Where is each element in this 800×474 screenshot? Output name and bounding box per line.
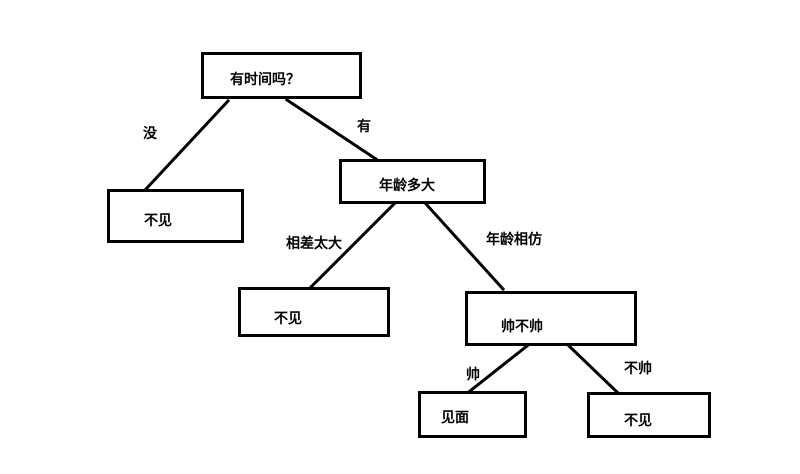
node-root: 有时间吗？	[201, 52, 362, 99]
edge-label-age-gap: 相差太大	[286, 236, 342, 252]
node-no-left-label: 不见	[144, 213, 172, 229]
node-age-label: 年龄多大	[379, 178, 435, 194]
node-age: 年龄多大	[339, 159, 486, 204]
node-root-label: 有时间吗？	[230, 72, 300, 88]
edge-label-has-time: 有	[357, 119, 371, 135]
edge-label-no-time: 没	[143, 126, 157, 142]
node-handsome: 帅不帅	[465, 291, 637, 346]
node-no-right: 不见	[587, 392, 711, 438]
edge-line-has-time	[284, 97, 379, 162]
edge-line-not-handsome	[566, 343, 620, 395]
edge-line-age-similar	[423, 201, 506, 292]
edge-line-no-time	[143, 98, 231, 192]
node-no-left: 不见	[107, 189, 244, 243]
edge-line-handsome	[467, 343, 530, 394]
edge-label-handsome: 帅	[466, 367, 480, 383]
edge-label-not-handsome: 不帅	[624, 361, 652, 377]
edge-label-age-similar: 年龄相仿	[486, 232, 542, 248]
edge-line-age-gap	[308, 201, 397, 290]
node-handsome-label: 帅不帅	[501, 319, 543, 335]
node-no-middle: 不见	[238, 287, 390, 337]
node-no-middle-label: 不见	[274, 311, 302, 327]
node-meet: 见面	[418, 391, 527, 438]
node-meet-label: 见面	[441, 410, 469, 426]
node-no-right-label: 不见	[624, 413, 652, 429]
